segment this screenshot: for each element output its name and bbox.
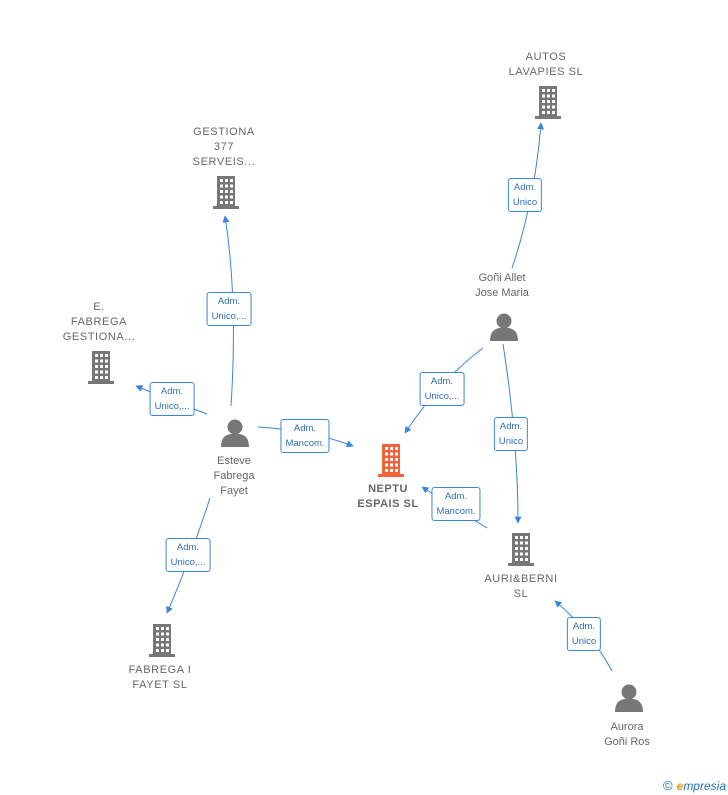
company-label-autos[interactable]: AUTOS LAVAPIES SL bbox=[508, 51, 584, 78]
building-icon[interactable] bbox=[508, 533, 534, 566]
node-icons bbox=[88, 86, 643, 712]
person-icon[interactable] bbox=[615, 684, 643, 713]
brand-logo: ©empresia bbox=[663, 778, 726, 793]
building-icon[interactable] bbox=[213, 176, 239, 209]
relation-label-esteve-gestiona[interactable]: Adm. Unico,... bbox=[206, 292, 252, 326]
brand-initial: e bbox=[676, 779, 684, 793]
person-icon[interactable] bbox=[221, 419, 249, 448]
person-label-esteve[interactable]: Esteve Fabrega Fayet bbox=[213, 455, 255, 497]
company-label-auriberni[interactable]: AURI&BERNI SL bbox=[484, 573, 558, 600]
relation-label-aurora-auriberni[interactable]: Adm. Unico bbox=[566, 617, 602, 651]
relation-label-esteve-fabregaifayet[interactable]: Adm. Unico,... bbox=[165, 538, 211, 572]
brand-name: mpresia bbox=[683, 779, 726, 793]
relation-label-goni-neptu[interactable]: Adm. Unico,... bbox=[419, 372, 465, 406]
person-label-aurora[interactable]: Aurora Goñi Ros bbox=[604, 721, 650, 748]
relation-label-auriberni-neptu[interactable]: Adm. Mancom. bbox=[431, 487, 481, 521]
center-company-label[interactable]: NEPTU ESPAIS SL bbox=[357, 483, 419, 510]
building-icon[interactable] bbox=[149, 624, 175, 657]
building-icon[interactable] bbox=[88, 351, 114, 384]
relation-label-esteve-neptu[interactable]: Adm. Mancom. bbox=[280, 419, 330, 453]
person-icon[interactable] bbox=[490, 313, 518, 342]
building-icon[interactable] bbox=[535, 86, 561, 119]
company-label-gestiona[interactable]: GESTIONA 377 SERVEIS... bbox=[192, 126, 256, 168]
relation-label-goni-autos[interactable]: Adm. Unico bbox=[507, 178, 543, 212]
relation-label-goni-auriberni[interactable]: Adm. Unico bbox=[493, 417, 529, 451]
copyright-symbol: © bbox=[663, 778, 673, 793]
center-building-icon[interactable] bbox=[378, 444, 404, 477]
company-label-fabregaifayet[interactable]: FABREGA I FAYET SL bbox=[128, 664, 192, 691]
person-label-goni[interactable]: Goñi Allet Jose Maria bbox=[475, 272, 529, 299]
company-label-efabrega[interactable]: E. FABREGA GESTIONA... bbox=[62, 301, 136, 343]
relation-label-esteve-efabrega[interactable]: Adm. Unico,... bbox=[149, 382, 195, 416]
